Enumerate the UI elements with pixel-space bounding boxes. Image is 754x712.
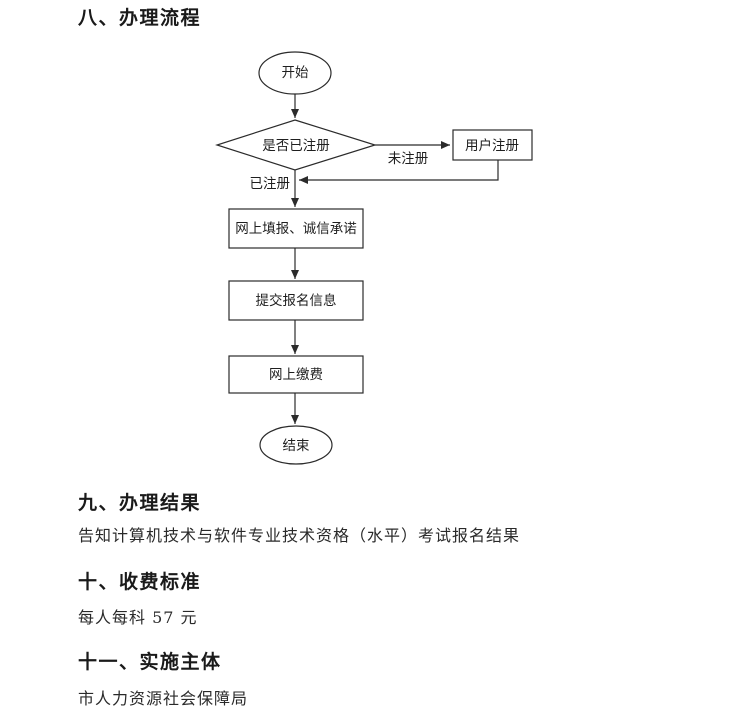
heading-processing-flow: 八、办理流程 xyxy=(78,8,202,29)
submit-info-node-label: 提交报名信息 xyxy=(256,292,337,309)
user-register-node-label: 用户注册 xyxy=(465,137,519,154)
paragraph-implementing-body: 市人力资源社会保障局 xyxy=(78,689,249,708)
edge-label-registered: 已注册 xyxy=(250,176,291,192)
end-node-label: 结束 xyxy=(283,438,310,454)
pay-online-node-label: 网上缴费 xyxy=(269,367,323,383)
decision-node xyxy=(215,119,378,171)
start-node xyxy=(258,51,332,95)
heading-fee-standard: 十、收费标准 xyxy=(78,572,202,593)
decision-node-label: 是否已注册 xyxy=(262,138,330,154)
edge-label-not-registered: 未注册 xyxy=(388,151,429,167)
paragraph-processing-result: 告知计算机技术与软件专业技术资格（水平）考试报名结果 xyxy=(78,526,521,545)
submit-info-node xyxy=(228,280,364,321)
paragraph-fee-standard: 每人每科 57 元 xyxy=(78,608,198,627)
fill-online-node-label: 网上填报、诚信承诺 xyxy=(235,221,357,237)
flowchart-canvas: 开始 是否已注册 未注册 已注册 用户注册 网上填报、诚信承诺 提交报名信息 网… xyxy=(215,51,533,465)
start-node-label: 开始 xyxy=(282,65,309,81)
end-node xyxy=(259,425,333,465)
pay-online-node xyxy=(228,355,364,394)
user-register-node xyxy=(452,129,533,161)
heading-processing-result: 九、办理结果 xyxy=(78,493,202,514)
fill-online-node xyxy=(228,208,364,249)
heading-implementing-body: 十一、实施主体 xyxy=(78,652,222,673)
arrow-register-return xyxy=(299,160,499,184)
